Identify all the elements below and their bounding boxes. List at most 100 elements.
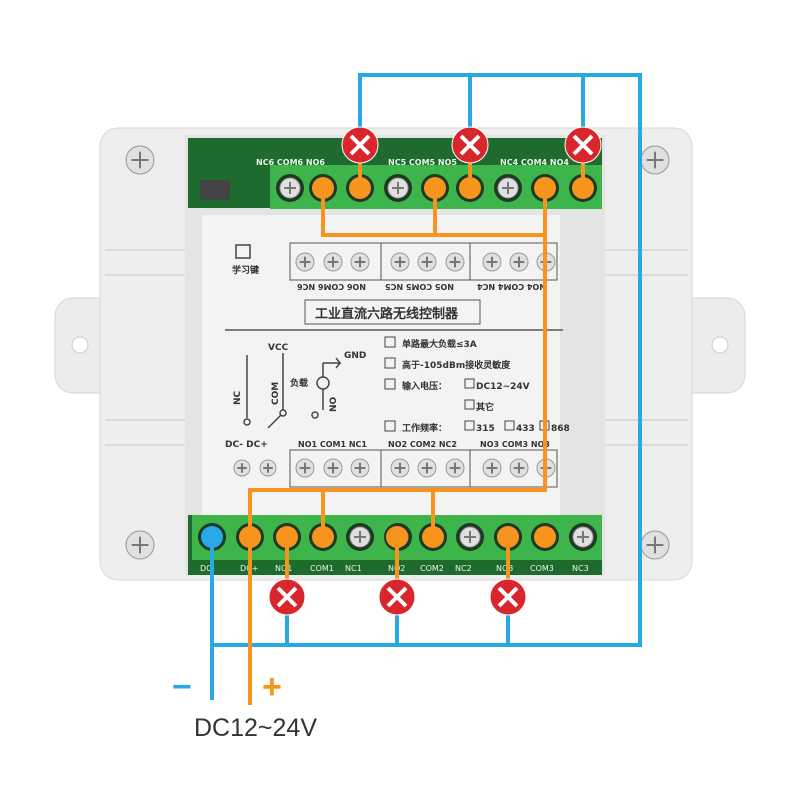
frequency-option: 433 xyxy=(516,424,535,434)
wire-terminal-dot xyxy=(276,526,298,548)
negative-wire-branches xyxy=(210,75,585,645)
panel-screw-slot xyxy=(299,462,311,474)
spec-checkbox xyxy=(384,357,396,369)
pcb-bottom-label: NC2 xyxy=(455,564,472,573)
corner-screw-slot xyxy=(646,151,664,169)
panel-screw-slot xyxy=(513,462,525,474)
positive-wire xyxy=(248,188,547,705)
panel-screw-slot xyxy=(327,462,339,474)
dc-plus-symbol-slot xyxy=(263,463,273,473)
load-cross-icon xyxy=(276,586,298,608)
corner-screw-slot xyxy=(646,536,664,554)
voltage-option: DC12~24V xyxy=(476,382,530,392)
pcb-bottom-label: NC1 xyxy=(345,564,362,573)
wire-terminal-dot xyxy=(534,177,556,199)
wire-terminal-dot xyxy=(239,526,261,548)
panel-label-3: NO3 COM3 NO3 xyxy=(480,440,550,449)
wire-terminal-dot xyxy=(534,526,556,548)
panel-screw-slot xyxy=(299,256,311,268)
wire-terminal-dot xyxy=(422,526,444,548)
panel-screw-slot xyxy=(421,462,433,474)
pcb-bottom-label: COM2 xyxy=(420,564,444,573)
panel-screw-slot xyxy=(327,256,339,268)
corner-screws xyxy=(125,145,670,560)
load-label: 负载 xyxy=(290,377,308,389)
learn-key-symbol xyxy=(235,244,251,259)
wire-terminal-dot xyxy=(312,526,334,548)
wire-terminal-dot xyxy=(201,526,223,548)
pcb-bottom-label: NO3 xyxy=(496,564,513,573)
spec-checkbox xyxy=(384,420,396,432)
voltage-option: 其它 xyxy=(476,401,494,413)
spec-text: 单路最大负载≤3A xyxy=(402,338,477,350)
device-title: 工业直流六路无线控制器 xyxy=(315,306,459,322)
pcb-bottom-label: NO1 xyxy=(275,564,292,573)
panel-screw-slot xyxy=(486,462,498,474)
panel-label-1: NO1 COM1 NC1 xyxy=(298,440,367,449)
pcb-top-label-4: NC4 COM4 NO4 xyxy=(500,158,569,167)
panel-label-2: NO2 COM2 NC2 xyxy=(388,440,457,449)
spec-checkbox xyxy=(384,378,396,390)
gnd-label: GND xyxy=(344,351,366,361)
pcb-top-label-6: NC6 COM6 NO6 xyxy=(256,158,325,167)
dc-minus-symbol-slot xyxy=(237,463,247,473)
wire-terminal-dot xyxy=(349,177,371,199)
spec-text: 输入电压： xyxy=(402,380,447,392)
frequency-checkbox xyxy=(464,420,475,431)
voltage-checkbox xyxy=(464,399,475,410)
load-cross-icon xyxy=(459,134,481,156)
power-supply-label: DC12~24V xyxy=(194,714,317,742)
panel-label-dc: DC- DC+ xyxy=(225,440,268,450)
learn-key-label: 学习键 xyxy=(232,264,260,276)
panel-screw-slot xyxy=(354,256,366,268)
wires xyxy=(210,73,642,705)
terminal-screw-slot xyxy=(392,182,404,194)
spec-checkbox xyxy=(384,336,396,348)
negative-wire-loop xyxy=(210,73,642,700)
load-cross-icon xyxy=(349,134,371,156)
wire-terminal-dot xyxy=(386,526,408,548)
nc-label: NC xyxy=(233,390,243,405)
panel-screw-slot xyxy=(513,256,525,268)
wire-terminal-dot xyxy=(312,177,334,199)
wire-terminal-dot xyxy=(459,177,481,199)
terminal-screw-slot xyxy=(464,531,476,543)
com-label: COM xyxy=(271,382,281,405)
spec-text: 高于-105dBm接收灵敏度 xyxy=(402,359,511,371)
frequency-option: 868 xyxy=(551,424,570,434)
panel-screw-slot xyxy=(449,462,461,474)
learn-button[interactable] xyxy=(200,180,230,200)
pcb-bottom-label: DC- xyxy=(200,564,215,573)
vcc-label: VCC xyxy=(268,343,289,353)
frequency-checkbox xyxy=(504,420,515,431)
load-cross-icon xyxy=(497,586,519,608)
corner-screw-slot xyxy=(131,536,149,554)
spec-text: 工作频率： xyxy=(402,422,447,434)
panel-label-6: NO6 COM6 NC6 xyxy=(297,282,366,291)
panel-screw-slot xyxy=(449,256,461,268)
no-label: NO xyxy=(329,396,339,412)
frequency-option: 315 xyxy=(476,424,495,434)
panel-screw-slot xyxy=(486,256,498,268)
panel-screw-slot xyxy=(394,256,406,268)
panel-label-4: NO4 COM4 NC4 xyxy=(477,282,546,291)
load-wires xyxy=(285,145,585,597)
pcb-bottom-label: COM3 xyxy=(530,564,554,573)
load-cross-icon xyxy=(386,586,408,608)
pcb-bottom-label: NC3 xyxy=(572,564,589,573)
corner-screw-slot xyxy=(131,151,149,169)
pcb-top-label-5: NC5 COM5 NO5 xyxy=(388,158,457,167)
terminal-screw-slot xyxy=(577,531,589,543)
terminal-screw-slot xyxy=(354,531,366,543)
panel-screw-slot xyxy=(421,256,433,268)
wire-terminal-dot xyxy=(572,177,594,199)
load-cross-icon xyxy=(572,134,594,156)
negative-sign: − xyxy=(172,668,192,706)
terminal-screw-slot xyxy=(502,182,514,194)
pcb-bottom-label: COM1 xyxy=(310,564,334,573)
wire-terminal-dot xyxy=(497,526,519,548)
wire-terminal-dot xyxy=(424,177,446,199)
panel-label-5: NO5 COM5 NC5 xyxy=(385,282,454,291)
terminal-screw-slot xyxy=(284,182,296,194)
